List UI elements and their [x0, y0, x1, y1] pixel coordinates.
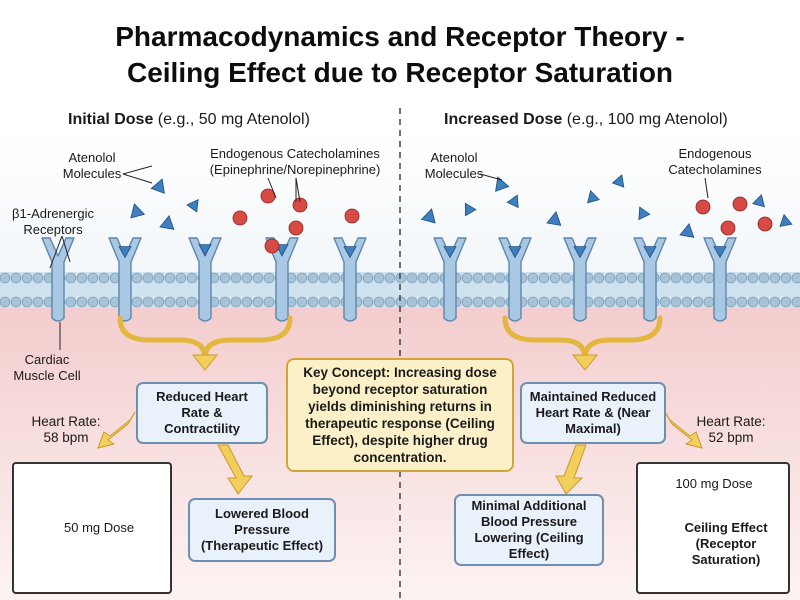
- right-heart-rate: Heart Rate: 52 bpm: [696, 414, 766, 445]
- atenolol-molecule-17: [679, 222, 695, 238]
- left-header-rest: (e.g., 50 mg Atenolol): [153, 111, 310, 128]
- left-header-bold: Initial Dose: [68, 111, 154, 128]
- right-header: Increased Dose (e.g., 100 mg Atenolol): [444, 111, 728, 129]
- atenolol-molecule-2: [130, 203, 146, 219]
- receptor-9: [633, 237, 667, 322]
- atenolol-molecule-24: [713, 246, 727, 259]
- atenolol-molecule-3: [159, 214, 175, 230]
- atenolol-molecule-10: [420, 208, 436, 224]
- title-line-2: Ceiling Effect due to Receptor Saturatio…: [126, 57, 674, 88]
- title-line-1: Pharmacodynamics and Receptor Theory -: [115, 21, 685, 52]
- left-heart-rate: Heart Rate: 58 bpm: [31, 414, 101, 445]
- receptor-1: [41, 237, 75, 322]
- atenolol-molecule-20: [443, 246, 457, 259]
- atenolol-molecule-15: [611, 174, 625, 188]
- atenolol-molecule-14: [587, 189, 600, 204]
- receptor-6: [433, 237, 467, 322]
- catecholamine-molecule-3: [232, 210, 248, 226]
- signal-brackets: [117, 315, 663, 361]
- atenolol-molecule-12: [506, 194, 519, 209]
- cell-label: Cardiac Muscle Cell: [13, 352, 81, 383]
- atenolol-molecule-19: [779, 213, 793, 227]
- right-dose-point-label: 100 mg Dose: [675, 476, 753, 491]
- atenolol-molecule-23: [643, 246, 657, 259]
- key-concept-box: Key Concept: Increasing dose beyond rece…: [286, 358, 514, 472]
- atenolol-molecule-16: [638, 206, 651, 221]
- atenolol-molecule-5: [118, 246, 132, 259]
- atenolol-molecule-21: [508, 246, 522, 259]
- catecholamine-molecule-7: [695, 199, 711, 215]
- receptor-7: [498, 237, 532, 322]
- right-catecholamine-label: Endogenous Catecholamines: [668, 146, 762, 177]
- atenolol-molecule-4: [186, 198, 199, 213]
- molecules: [118, 174, 793, 259]
- right-dose-response-plot: [636, 462, 790, 594]
- left-catecholamine-label: Endogenous Catecholamines (Epinephrine/N…: [209, 146, 381, 177]
- right-header-rest: (e.g., 100 mg Atenolol): [562, 111, 728, 128]
- catecholamine-molecule-9: [720, 220, 736, 236]
- right-effect-box: Maintained Reduced Heart Rate & (Near Ma…: [520, 382, 666, 444]
- right-atenolol-label: Atenolol Molecules: [424, 150, 484, 181]
- cell-membrane: [0, 272, 800, 308]
- left-header: Initial Dose (e.g., 50 mg Atenolol): [68, 111, 310, 129]
- catecholamine-molecule-4: [288, 220, 304, 236]
- catecholamine-molecule-6: [264, 238, 280, 254]
- atenolol-molecule-8: [343, 246, 357, 259]
- catecholamine-molecule-10: [757, 216, 773, 232]
- atenolol-molecule-13: [546, 210, 562, 226]
- receptor-3: [188, 237, 222, 322]
- left-dose-response-plot: [12, 462, 172, 594]
- label-pointers: [49, 165, 709, 350]
- atenolol-molecule-1: [150, 178, 165, 194]
- catecholamine-molecule-8: [732, 196, 748, 212]
- right-blood-pressure-box: Minimal Additional Blood Pressure Loweri…: [454, 494, 604, 566]
- atenolol-molecule-9: [495, 176, 510, 192]
- atenolol-molecule-6: [198, 244, 212, 257]
- right-header-bold: Increased Dose: [444, 111, 563, 128]
- arrow-heads: [191, 354, 599, 371]
- beta1-receptors: [41, 237, 737, 322]
- receptor-label: β1-Adrenergic Receptors: [12, 206, 94, 237]
- left-dose-point-label: 50 mg Dose: [64, 520, 135, 535]
- left-atenolol-label: Atenolol Molecules: [62, 150, 122, 181]
- receptor-10: [703, 237, 737, 322]
- atenolol-molecule-18: [752, 193, 765, 208]
- left-blood-pressure-box: Lowered Blood Pressure (Therapeutic Effe…: [188, 498, 336, 562]
- receptor-8: [563, 237, 597, 322]
- atenolol-molecule-11: [464, 202, 477, 217]
- atenolol-molecule-22: [573, 246, 587, 259]
- receptor-4: [265, 237, 299, 322]
- receptor-5: [333, 237, 367, 322]
- catecholamine-molecule-5: [344, 208, 360, 224]
- left-effect-box: Reduced Heart Rate & Contractility: [136, 382, 268, 444]
- ceiling-effect-label: Ceiling Effect (Receptor Saturation): [684, 520, 768, 567]
- effect-arrows: [97, 411, 703, 495]
